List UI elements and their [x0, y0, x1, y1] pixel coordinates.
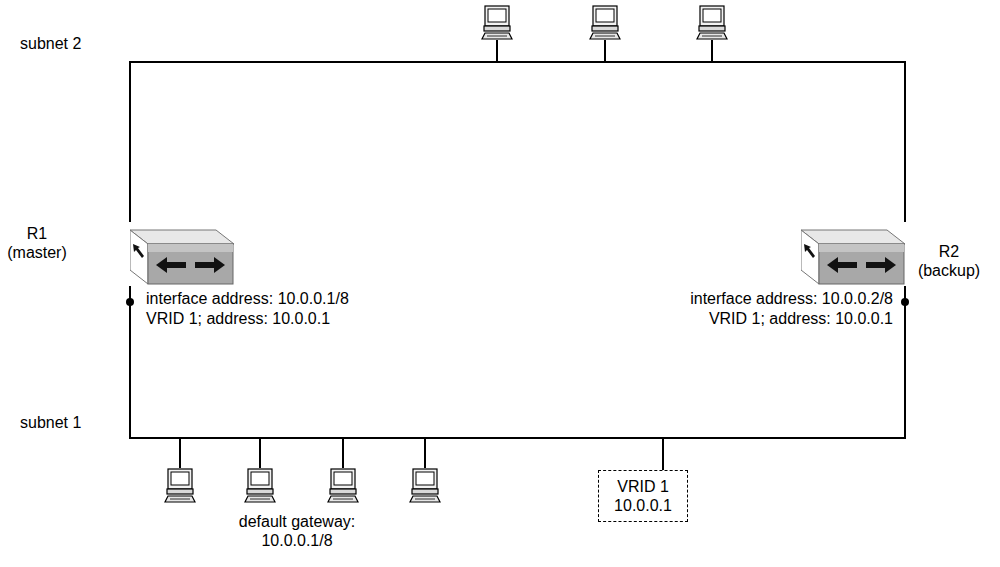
router: R1 (master) [130, 222, 234, 286]
subnet-label: subnet 2 [20, 34, 120, 53]
computer-icon [410, 469, 440, 502]
computer-icon [590, 6, 620, 39]
router-name: R1 (master) [2, 224, 72, 262]
virtual-router-box: VRID 110.0.0.1 [598, 470, 688, 522]
vrid-address: VRID 1; address: 10.0.0.1 [643, 309, 893, 328]
vrid-text: 10.0.0.1 [607, 496, 679, 515]
computer-icon [482, 6, 512, 39]
subnet-line [130, 62, 905, 222]
vrid-text: VRID 1 [607, 477, 679, 496]
drop-line [180, 40, 712, 470]
computer-icon [328, 469, 358, 502]
interface-address: interface address: 10.0.0.1/8 [146, 289, 406, 308]
computer-icon [697, 6, 727, 39]
router-icon [801, 222, 905, 286]
interface-address: interface address: 10.0.0.2/8 [643, 289, 893, 308]
subnet-line [130, 286, 905, 438]
computer-icon [245, 469, 275, 502]
computer-icon [165, 469, 195, 502]
interface-dot [901, 298, 909, 306]
router-icon [130, 222, 234, 286]
interface-dot [126, 298, 134, 306]
default-gateway: default gateway: 10.0.0.1/8 [222, 512, 372, 550]
router-name: R2 (backup) [910, 242, 988, 280]
router: R2 (backup) [801, 222, 905, 286]
subnet-label: subnet 1 [20, 413, 120, 432]
vrid-address: VRID 1; address: 10.0.0.1 [146, 309, 406, 328]
computer-icons [165, 6, 727, 502]
